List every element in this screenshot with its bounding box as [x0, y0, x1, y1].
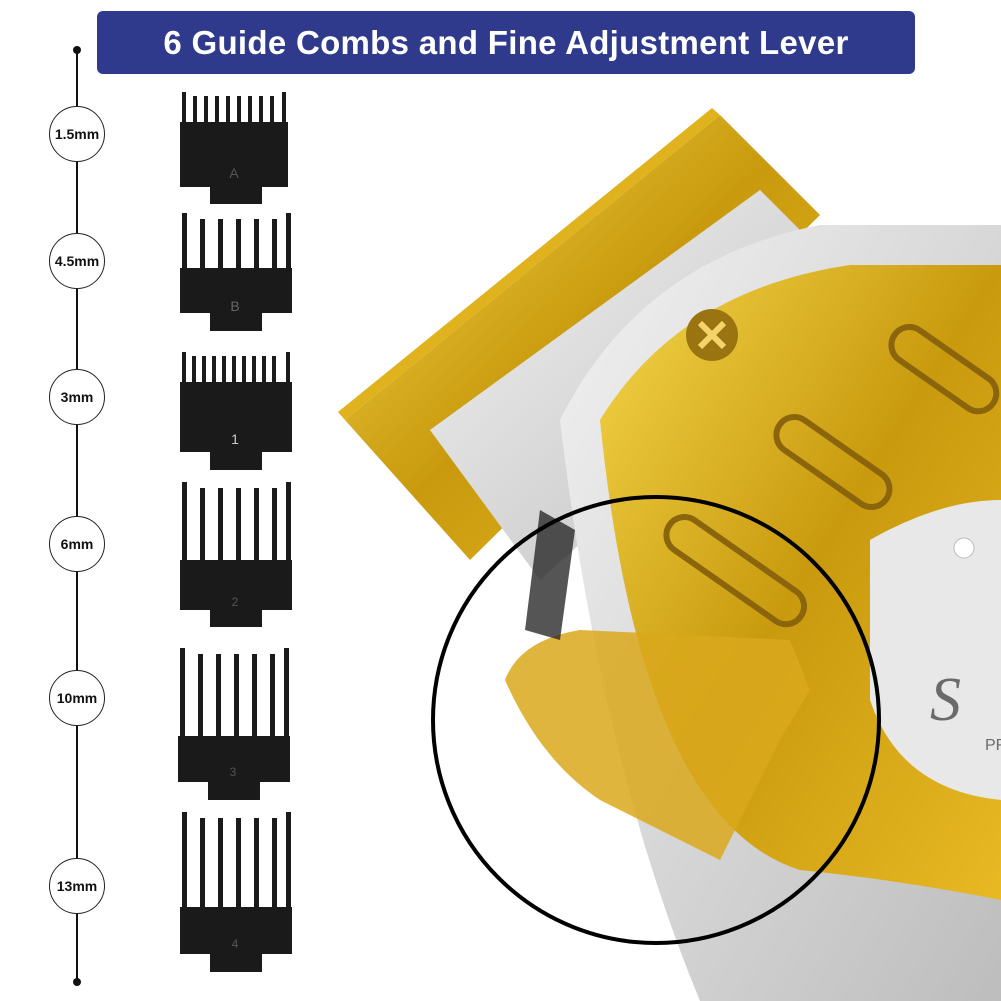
- comb-letter-a: A: [229, 165, 239, 181]
- guide-comb-a: A: [180, 92, 288, 204]
- logo-text: S: [930, 666, 961, 734]
- lever-arm: [525, 510, 575, 640]
- blade-teeth: [338, 108, 720, 420]
- size-label-4: 6mm: [49, 516, 105, 572]
- comb-letter-2: 2: [232, 595, 239, 609]
- adjustment-lever: [505, 630, 810, 860]
- comb-letter-3: 3: [230, 765, 237, 779]
- size-label-2: 4.5mm: [49, 233, 105, 289]
- size-label-5: 10mm: [49, 670, 105, 726]
- comb-letter-b: B: [230, 298, 239, 314]
- logo-plate: [870, 500, 1001, 800]
- guide-comb-4: 4: [180, 812, 292, 972]
- timeline-end-dot: [73, 978, 81, 986]
- logo-subtext: PR: [985, 737, 1001, 754]
- timeline-start-dot: [73, 46, 81, 54]
- guide-comb-2: 2: [180, 482, 292, 627]
- size-label-1: 1.5mm: [49, 106, 105, 162]
- comb-letter-1: 1: [231, 431, 239, 447]
- size-label-3: 3mm: [49, 369, 105, 425]
- highlight-circle: [431, 495, 881, 945]
- title-banner: 6 Guide Combs and Fine Adjustment Lever: [97, 11, 915, 74]
- guide-comb-1: 1: [180, 352, 292, 470]
- guide-comb-b: B: [180, 213, 292, 331]
- comb-letter-4: 4: [232, 937, 239, 951]
- guide-comb-3: 3: [178, 648, 290, 800]
- size-label-6: 13mm: [49, 858, 105, 914]
